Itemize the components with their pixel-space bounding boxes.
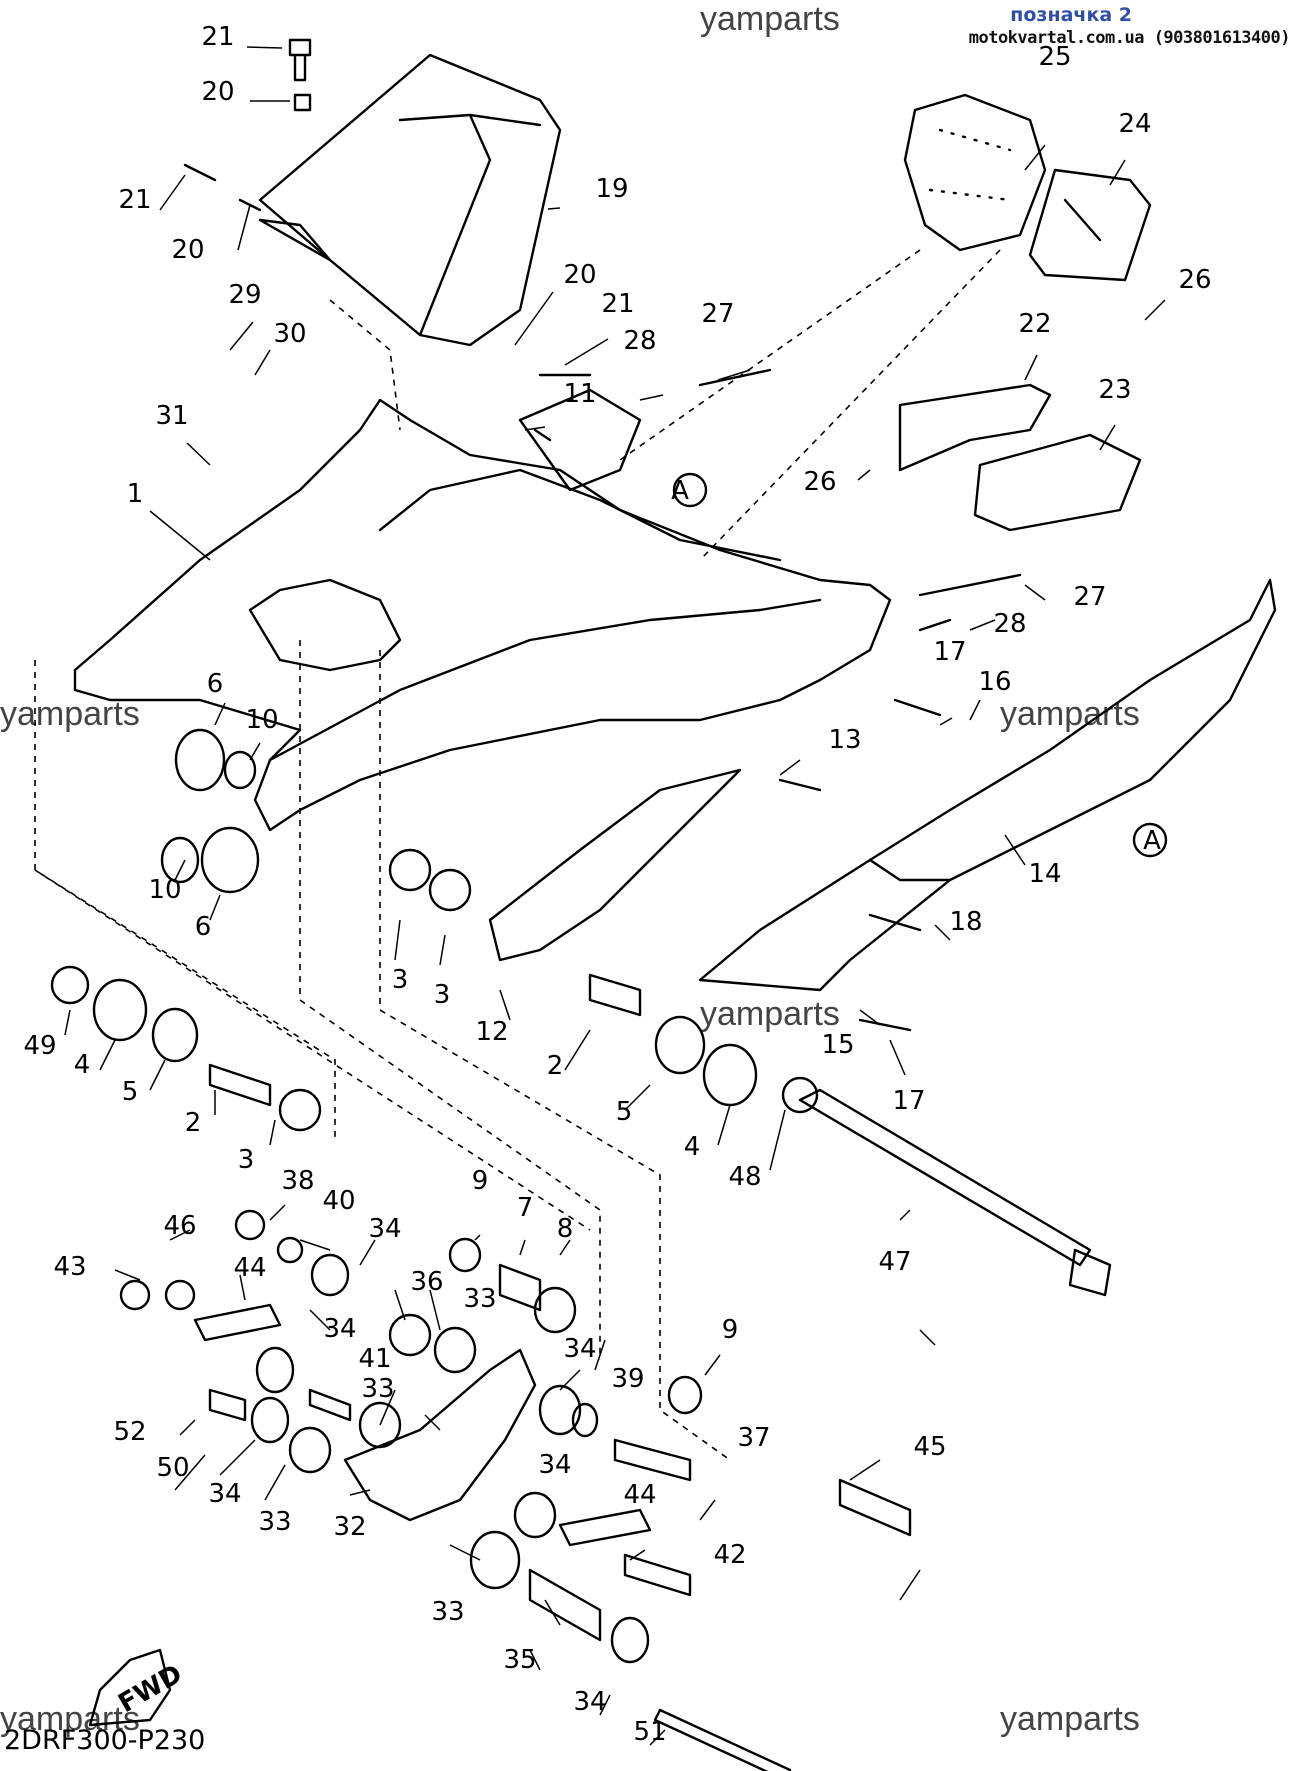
callout-label: 51 (633, 1717, 666, 1747)
callout-label: 34 (538, 1450, 571, 1480)
callout-label: 6 (207, 669, 224, 699)
callout-label: 17 (892, 1086, 925, 1116)
callout-label: 33 (258, 1507, 291, 1537)
callout-label: 13 (828, 725, 861, 755)
header-mark-label: позначка 2 (1010, 4, 1132, 26)
watermark: yamparts (700, 995, 840, 1033)
callout-label: 37 (737, 1423, 770, 1453)
assembly-guides (34, 249, 1001, 1461)
callout-label: 49 (23, 1031, 56, 1061)
callout-label: 15 (821, 1030, 854, 1060)
header-site-label: motokvartal.com.ua (903801613400) (968, 28, 1291, 48)
callout-label: 33 (431, 1597, 464, 1627)
leader-lines (64, 46, 1166, 1746)
callout-label: 4 (74, 1050, 91, 1080)
callout-label: 8 (557, 1214, 574, 1244)
callout-label: 34 (208, 1479, 241, 1509)
callout-label: 25 (1038, 42, 1071, 72)
callout-label: 24 (1118, 109, 1151, 139)
callout-label: 2 (547, 1051, 564, 1081)
callout-label: 40 (322, 1186, 355, 1216)
callout-label: 43 (53, 1252, 86, 1282)
callout-label: 32 (333, 1512, 366, 1542)
callout-label: 31 (155, 401, 188, 431)
callout-label: 10 (245, 705, 278, 735)
callout-label: 3 (434, 980, 451, 1010)
callout-label: 33 (463, 1284, 496, 1314)
callout-label: 5 (122, 1077, 139, 1107)
callout-label: 38 (281, 1166, 314, 1196)
callout-label: 9 (722, 1315, 739, 1345)
callout-label: 6 (195, 912, 212, 942)
callout-label: 44 (233, 1253, 266, 1283)
callout-label: 30 (273, 319, 306, 349)
callout-label: 23 (1098, 375, 1131, 405)
callout-label: 3 (238, 1145, 255, 1175)
callout-label: 34 (563, 1334, 596, 1364)
callout-label: 27 (1073, 582, 1106, 612)
callout-label: 5 (616, 1097, 633, 1127)
callout-label: 20 (171, 235, 204, 265)
callout-label: 45 (913, 1432, 946, 1462)
callout-label: 39 (611, 1364, 644, 1394)
callout-label: 34 (573, 1687, 606, 1717)
callout-label: 21 (118, 185, 151, 215)
callout-label: 11 (563, 379, 596, 409)
callout-label: 52 (113, 1417, 146, 1447)
callout-label: 4 (684, 1132, 701, 1162)
callout-label: 19 (595, 174, 628, 204)
callout-label: 29 (228, 280, 261, 310)
watermark: yamparts (1000, 1700, 1140, 1738)
watermark: yamparts (0, 695, 140, 733)
callout-label: 47 (878, 1247, 911, 1277)
callout-label: 1 (127, 479, 144, 509)
callout-label: 41 (358, 1344, 391, 1374)
watermark: yamparts (1000, 695, 1140, 733)
callout-label: 7 (517, 1193, 534, 1223)
callout-label: 14 (1028, 859, 1061, 889)
callout-label: 35 (503, 1645, 536, 1675)
callout-label: 3 (392, 965, 409, 995)
callout-label: 44 (623, 1480, 656, 1510)
callout-label: 46 (163, 1211, 196, 1241)
callout-label: 20 (201, 77, 234, 107)
watermark: yamparts (700, 0, 840, 38)
callout-label: 27 (701, 299, 734, 329)
callout-label: 9 (472, 1166, 489, 1196)
part-outlines (50, 38, 1277, 1771)
callout-label: 26 (1178, 265, 1211, 295)
callout-label: 26 (803, 467, 836, 497)
watermark: yamparts (0, 1700, 140, 1738)
callout-label: 17 (933, 637, 966, 667)
callout-label: 22 (1018, 309, 1051, 339)
callout-label: 10 (148, 875, 181, 905)
callout-label: 28 (993, 609, 1026, 639)
reference-mark-a: A (671, 476, 689, 506)
callout-label: 34 (368, 1214, 401, 1244)
callout-label: 42 (713, 1540, 746, 1570)
callout-label: 28 (623, 326, 656, 356)
callout-label: 48 (728, 1162, 761, 1192)
fwd-label: FWD (114, 1659, 188, 1719)
reference-mark-a: A (1143, 826, 1161, 856)
diagram-code: 2DRF300-P230 (4, 1725, 206, 1756)
callout-label: 2 (185, 1108, 202, 1138)
callout-label: 21 (601, 289, 634, 319)
callout-label: 20 (563, 260, 596, 290)
callout-label: 34 (323, 1314, 356, 1344)
callout-label: 50 (156, 1453, 189, 1483)
callout-label: 16 (978, 667, 1011, 697)
callout-label: 12 (475, 1017, 508, 1047)
callout-label: 36 (410, 1267, 443, 1297)
callout-label: 33 (361, 1374, 394, 1404)
callout-label: 21 (201, 22, 234, 52)
callout-label: 18 (949, 907, 982, 937)
